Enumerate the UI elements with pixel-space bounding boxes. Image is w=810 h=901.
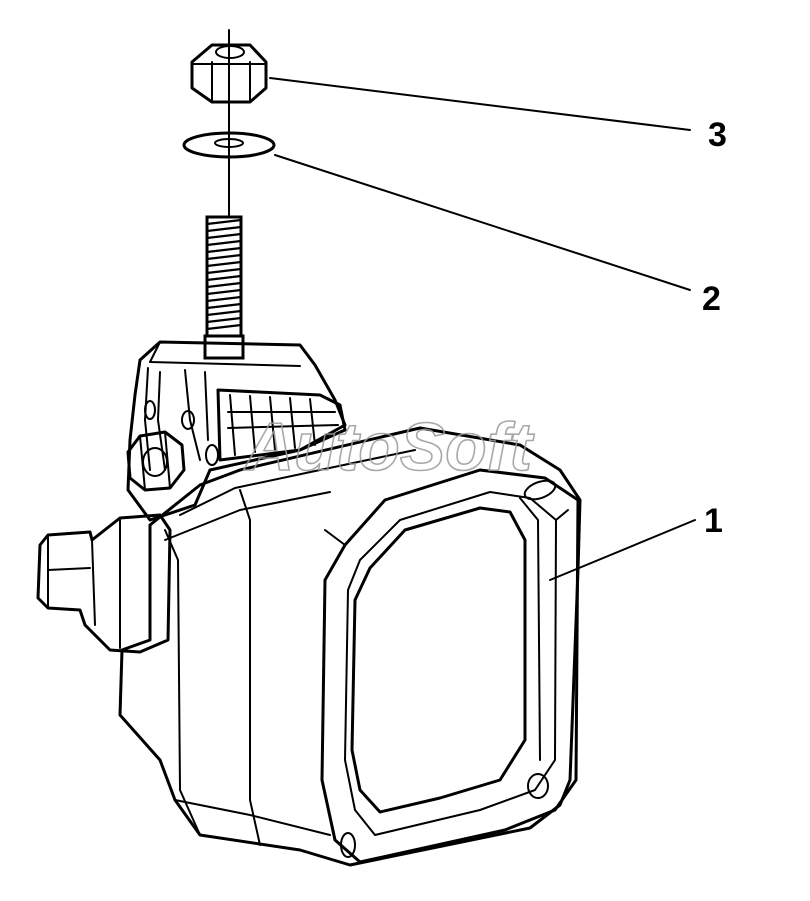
callout-3: 3 xyxy=(708,116,727,154)
work-lamp-part xyxy=(36,426,582,867)
bolt-part xyxy=(203,215,245,360)
pivot-nut xyxy=(126,430,186,492)
leader-lines xyxy=(269,77,696,581)
callout-2: 2 xyxy=(702,280,721,318)
watermark-text: AutoSoft xyxy=(243,409,534,485)
callout-1: 1 xyxy=(704,502,723,540)
